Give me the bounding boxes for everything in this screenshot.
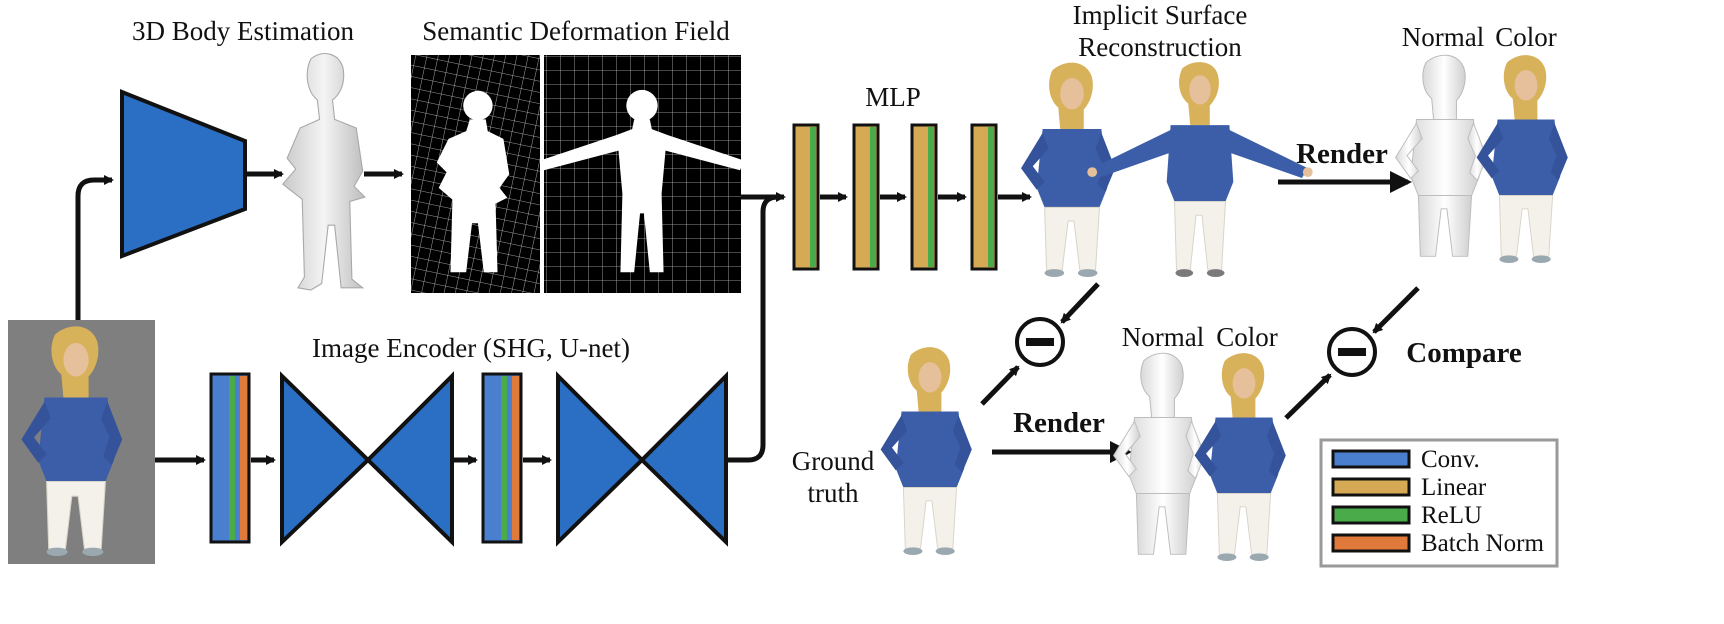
legend-label-conv: Conv. [1421, 446, 1480, 473]
arrow-gt-to-minus [980, 365, 1020, 406]
legend-item-linear: Linear [1331, 474, 1487, 501]
label-normal-top: Normal [1402, 22, 1484, 52]
legend-item-conv: Conv. [1331, 446, 1480, 473]
label-ground-truth-line2: truth [808, 478, 859, 508]
encoder-hourglass-2b [639, 371, 728, 547]
legend-label-relu: ReLU [1421, 502, 1482, 529]
minus-circle-icon [1015, 317, 1065, 367]
label-compare: Compare [1406, 337, 1522, 369]
label-mlp: MLP [865, 82, 921, 112]
label-implicit-line1: Implicit Surface [1073, 0, 1248, 30]
arrow-encoder-to-mlp [728, 194, 784, 463]
legend-label-batchnorm: Batch Norm [1421, 530, 1544, 557]
arrow-bottom-render-to-minus [1284, 373, 1332, 420]
body-estimate-mesh [282, 53, 366, 291]
legend-item-relu: ReLU [1331, 502, 1482, 529]
mlp-layer-4 [970, 123, 998, 271]
rendered-color-top [1476, 54, 1569, 264]
encoder-hourglass-1b [365, 371, 454, 547]
encoder-hourglass-1 [280, 371, 371, 547]
label-color-bottom: Color [1216, 322, 1278, 352]
mlp-layer-2 [852, 123, 880, 271]
legend-item-batchnorm: Batch Norm [1331, 530, 1544, 557]
rendered-normal-top [1395, 54, 1488, 257]
legend-label-linear: Linear [1421, 474, 1487, 501]
mlp-layer-1 [792, 123, 820, 271]
arrow-top-render-to-minus [1372, 286, 1420, 334]
encoder-conv-block-1 [209, 372, 251, 544]
label-render-top: Render [1296, 138, 1388, 170]
label-ground-truth-line1: Ground [792, 446, 875, 476]
arrow-photo-to-body-net [75, 175, 114, 320]
label-normal-bottom: Normal [1122, 322, 1204, 352]
encoder-hourglass-2 [556, 371, 645, 547]
label-render-bottom: Render [1013, 407, 1105, 439]
label-color-top: Color [1495, 22, 1557, 52]
legend: Conv. Linear ReLU Batch Norm [1319, 438, 1559, 568]
minus-circle-icon [1327, 327, 1377, 377]
label-body-estimation: 3D Body Estimation [132, 16, 354, 46]
mlp-layer-3 [910, 123, 938, 271]
ground-truth-scan [880, 346, 973, 556]
arrow-recon-to-minus [1060, 282, 1100, 324]
label-implicit-line2: Reconstruction [1078, 32, 1242, 62]
encoder-conv-block-2 [481, 372, 523, 544]
reconstruction-canonical [1086, 61, 1314, 278]
rendered-color-bottom [1194, 352, 1287, 562]
label-deformation-field: Semantic Deformation Field [422, 16, 730, 46]
body-estimation-network [120, 89, 247, 259]
label-image-encoder: Image Encoder (SHG, U-net) [312, 333, 630, 363]
